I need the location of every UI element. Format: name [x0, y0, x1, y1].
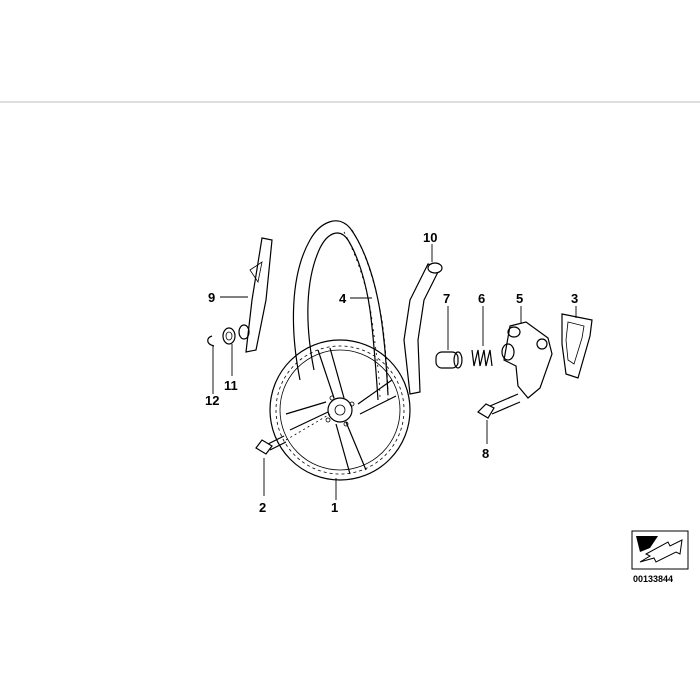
callout-11: 11 [224, 378, 238, 393]
callout-4: 4 [339, 291, 347, 306]
callout-9: 9 [208, 290, 215, 305]
tensioner-rail [403, 262, 443, 395]
callout-10: 10 [423, 230, 437, 245]
timing-chain [292, 220, 389, 401]
callout-8: 8 [482, 446, 489, 461]
tensioner-bolt [477, 393, 521, 419]
callout-3: 3 [571, 291, 578, 306]
tensioner-housing [501, 321, 553, 399]
compression-spring [471, 349, 493, 367]
callout-7: 7 [443, 291, 450, 306]
callout-6: 6 [478, 291, 485, 306]
callout-12: 12 [205, 393, 219, 408]
callout-2: 2 [259, 500, 266, 515]
arrow-icon [639, 539, 683, 563]
guide-rail [245, 237, 273, 353]
washer [222, 324, 250, 345]
reference-number: 00133844 [633, 574, 673, 584]
reference-badge: 00133844 [631, 530, 689, 584]
callout-5: 5 [516, 291, 523, 306]
tensioner-piston [435, 351, 463, 369]
camshaft-sprocket [269, 339, 411, 481]
gasket [561, 313, 593, 379]
sprocket-bolt [255, 413, 331, 455]
circlip [207, 335, 215, 347]
callout-1: 1 [331, 500, 338, 515]
